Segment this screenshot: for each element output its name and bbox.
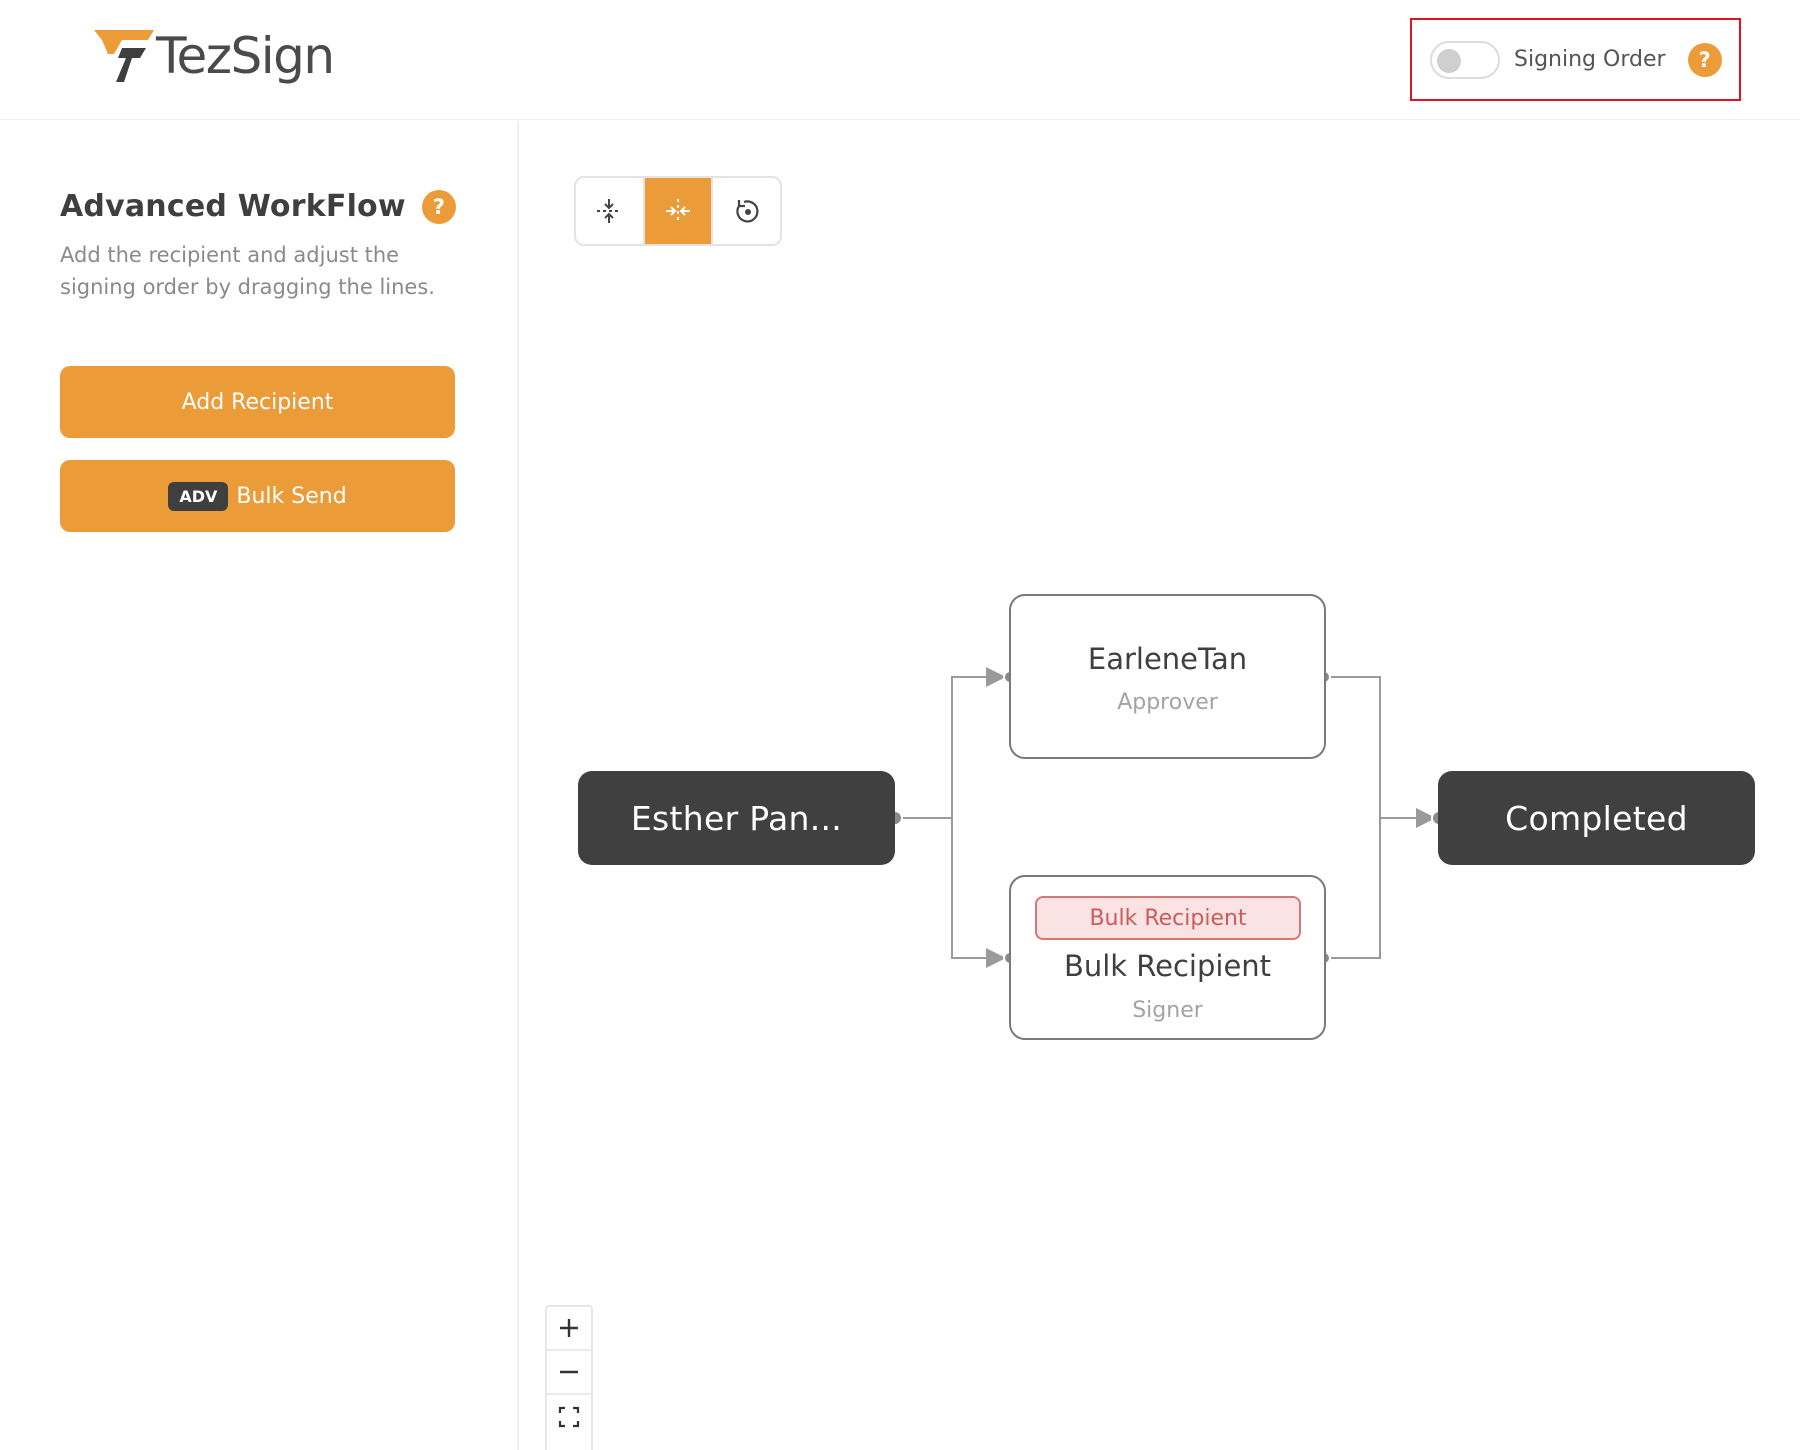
recipient-name: Bulk Recipient [1063, 949, 1272, 983]
fit-view-button[interactable] [547, 1395, 591, 1439]
signing-order-toggle[interactable] [1430, 40, 1500, 79]
sender-node[interactable]: Esther Pan... [578, 771, 895, 865]
zoom-out-button[interactable] [547, 1351, 591, 1395]
app-header: TezSign Signing Order ? [0, 0, 1800, 120]
recipient-role: Signer [1132, 998, 1203, 1023]
tezsign-logo-icon [94, 30, 154, 82]
zoom-out-icon [560, 1370, 578, 1374]
signing-order-help-icon[interactable]: ? [1687, 42, 1722, 77]
zoom-controls [545, 1305, 593, 1450]
add-recipient-button[interactable]: Add Recipient [60, 366, 455, 438]
add-recipient-label: Add Recipient [181, 389, 334, 415]
bulk-recipient-tag: Bulk Recipient [1035, 896, 1301, 940]
collapse-vertical-icon [597, 199, 622, 223]
app-logo[interactable]: TezSign [92, 26, 335, 86]
adv-badge: ADV [168, 481, 229, 511]
fit-view-icon [558, 1406, 580, 1428]
sidebar-title: Advanced WorkFlow [60, 189, 406, 224]
workflow-help-icon[interactable]: ? [421, 189, 456, 224]
view-controls [574, 176, 782, 246]
completed-node[interactable]: Completed [1438, 771, 1755, 865]
bulk-send-button[interactable]: ADV Bulk Send [60, 460, 455, 532]
signing-order-control: Signing Order ? [1410, 18, 1741, 101]
completed-node-label: Completed [1505, 798, 1688, 838]
recipient-name: EarleneTan [1087, 642, 1248, 676]
collapse-layout-button[interactable] [576, 178, 643, 244]
reset-layout-button[interactable] [711, 178, 780, 244]
sidebar-title-row: Advanced WorkFlow ? [60, 189, 456, 224]
sidebar-description: Add the recipient and adjust the signing… [60, 243, 435, 299]
recipient-node-approver[interactable]: EarleneTan Approver [1009, 594, 1326, 759]
zoom-in-button[interactable] [547, 1307, 591, 1351]
expand-layout-button[interactable] [642, 178, 712, 244]
recipient-role: Approver [1117, 690, 1218, 715]
signing-order-label: Signing Order [1514, 47, 1666, 72]
expand-horizontal-icon [666, 199, 690, 223]
reset-rotate-icon [736, 200, 759, 223]
zoom-in-icon [560, 1319, 578, 1337]
workflow-sidebar: Advanced WorkFlow ? Add the recipient an… [0, 121, 519, 1450]
brand-name: TezSign [156, 27, 335, 85]
toggle-knob [1437, 48, 1461, 73]
bulk-send-label: Bulk Send [236, 483, 347, 509]
recipient-node-bulk[interactable]: Bulk Recipient Bulk Recipient Signer [1009, 875, 1326, 1040]
sender-node-label: Esther Pan... [630, 798, 843, 838]
